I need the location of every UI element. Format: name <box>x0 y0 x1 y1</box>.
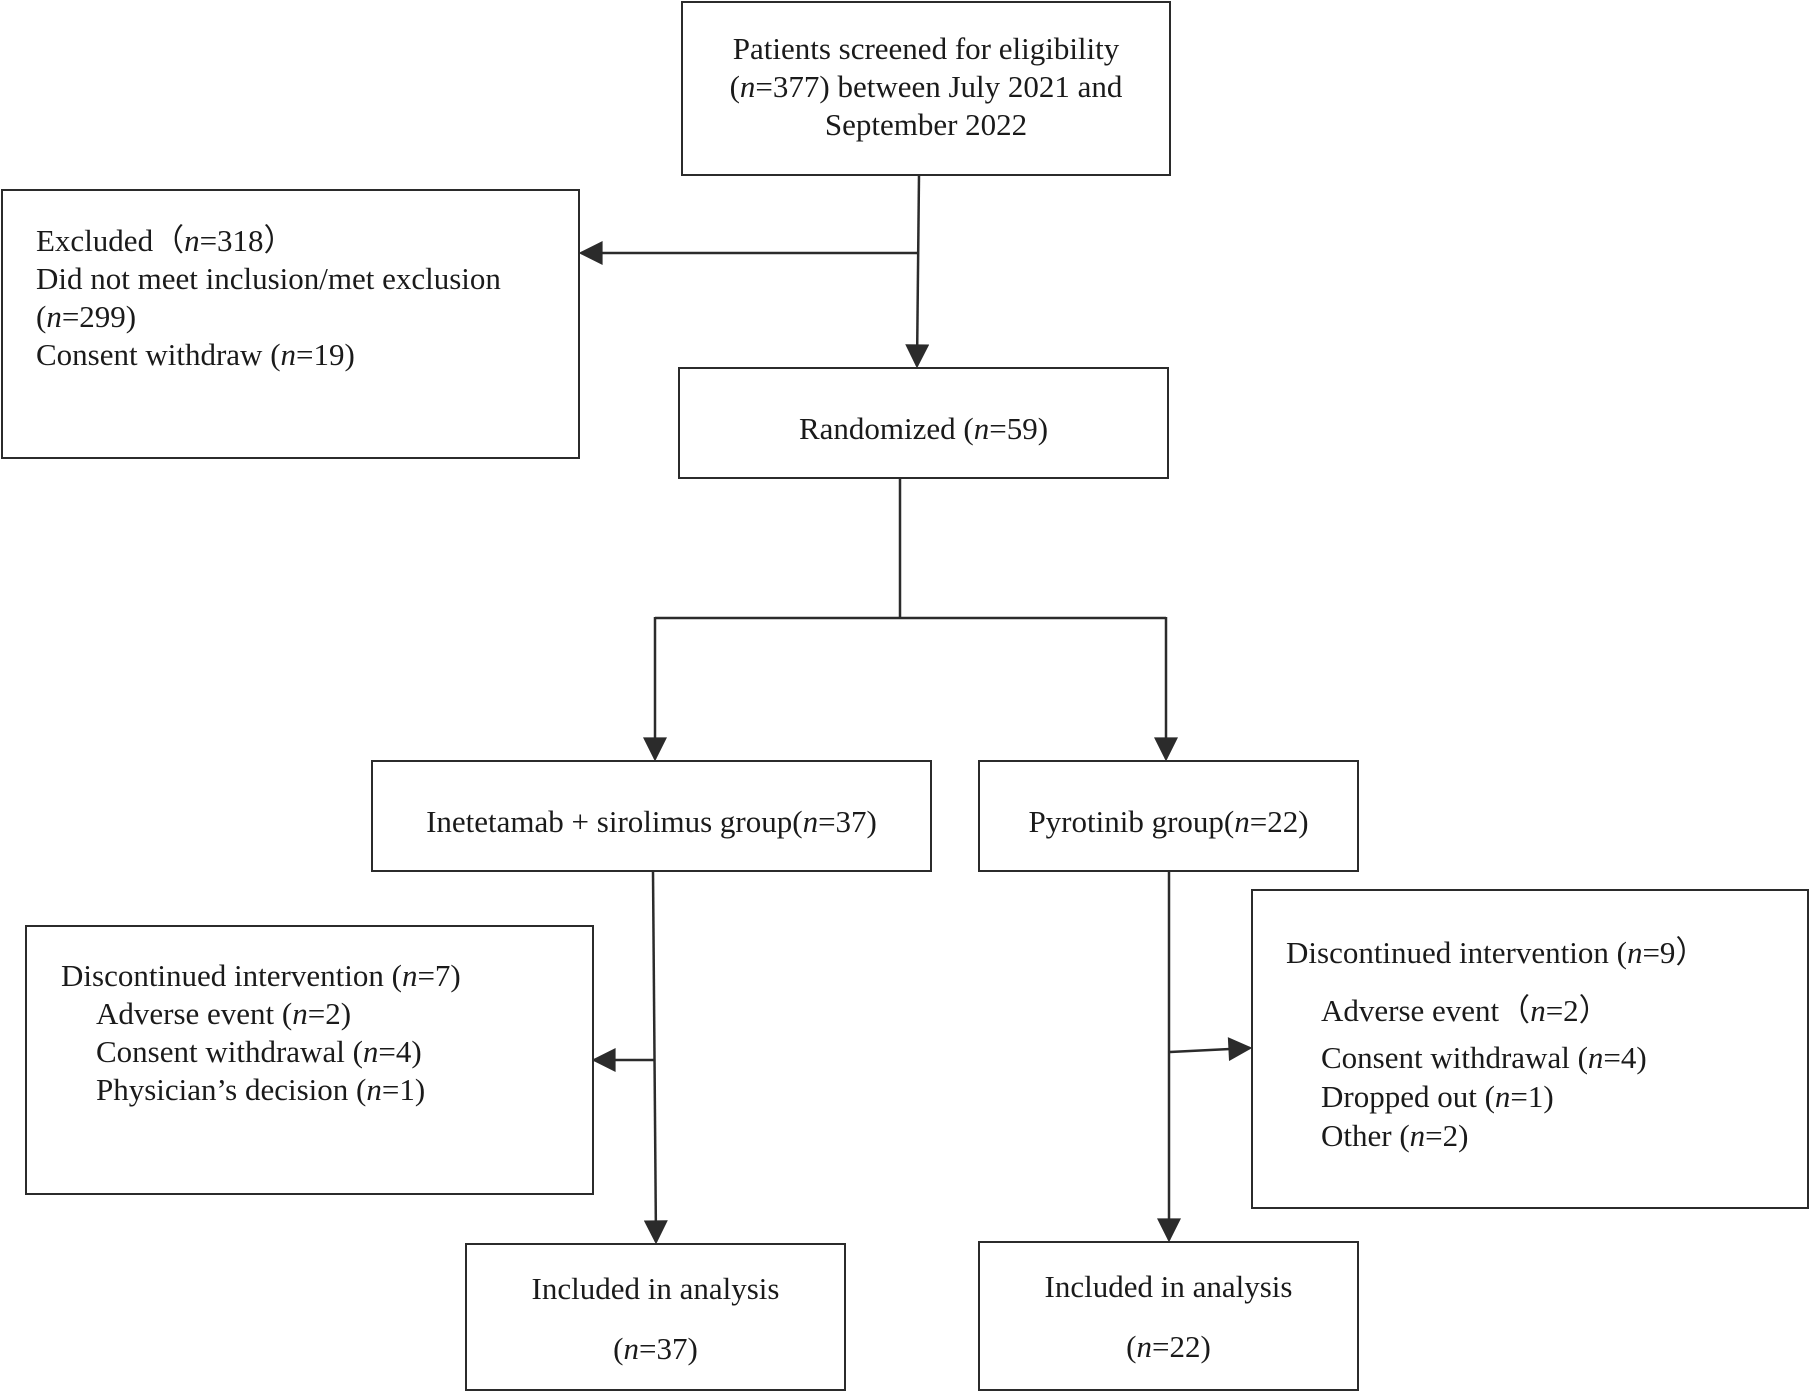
disc-b-item: Other (n=2) <box>1321 1118 1469 1153</box>
disc-b-item: Adverse event（n=2） <box>1321 993 1610 1028</box>
analysis-b-text: Included in analysis (n=22) <box>978 1268 1359 1366</box>
randomized-text: Randomized (n=59) <box>798 411 1049 446</box>
excluded-line-4: Consent withdraw (n=19) <box>36 337 355 372</box>
excluded-line-2: Did not meet inclusion/met exclusion <box>36 261 501 296</box>
disc-a-item: Physician’s decision (n=1) <box>96 1072 426 1107</box>
analysis-a-box <box>465 1243 846 1391</box>
disc-b-text: Discontinued intervention (n=9） Adverse … <box>1286 933 1706 1155</box>
disc-b-title: Discontinued intervention (n=9） <box>1286 935 1707 970</box>
excluded-box <box>1 189 580 459</box>
disc-a-title: Discontinued intervention (n=7) <box>61 958 461 993</box>
disc-b-item: Dropped out (n=1) <box>1321 1079 1554 1114</box>
screened-line-2: (n=377) between July 2021 and <box>729 69 1123 104</box>
disc-a-text: Discontinued intervention (n=7) Adverse … <box>61 957 461 1109</box>
analysis-a-line-2: (n=37) <box>613 1331 698 1366</box>
disc-a-box <box>25 925 594 1195</box>
excluded-text: Excluded（n=318） Did not meet inclusion/m… <box>36 222 501 374</box>
randomized-box <box>678 367 1169 479</box>
group-a-text: Inetetamab + sirolimus group(n=37) <box>426 804 877 839</box>
analysis-b-box <box>978 1241 1359 1391</box>
disc-a-item: Consent withdrawal (n=4) <box>96 1034 422 1069</box>
group-b-text: Pyrotinib group(n=22) <box>1028 804 1309 839</box>
group-a-box <box>371 760 932 872</box>
disc-a-item: Adverse event (n=2) <box>96 996 352 1031</box>
arrow-to-disc-b <box>1169 1037 1253 1062</box>
arrow-group-a-to-analysis <box>643 871 668 1245</box>
excluded-line-1: Excluded（n=318） <box>36 223 295 258</box>
screened-text: Patients screened for eligibility (n=377… <box>681 30 1171 144</box>
analysis-b-line-2: (n=22) <box>1126 1329 1211 1364</box>
screened-box <box>681 1 1171 176</box>
disc-b-box <box>1251 889 1809 1209</box>
excluded-line-3: (n=299) <box>36 299 137 334</box>
group-b-box <box>978 760 1359 872</box>
analysis-a-line-1: Included in analysis <box>531 1271 780 1306</box>
screened-line-3: September 2022 <box>824 107 1028 142</box>
analysis-a-text: Included in analysis (n=37) <box>465 1270 846 1368</box>
analysis-b-line-1: Included in analysis <box>1044 1269 1293 1304</box>
screened-line-1: Patients screened for eligibility <box>732 31 1120 66</box>
disc-b-item: Consent withdrawal (n=4) <box>1321 1040 1647 1075</box>
arrow-screened-to-randomized <box>905 174 930 369</box>
